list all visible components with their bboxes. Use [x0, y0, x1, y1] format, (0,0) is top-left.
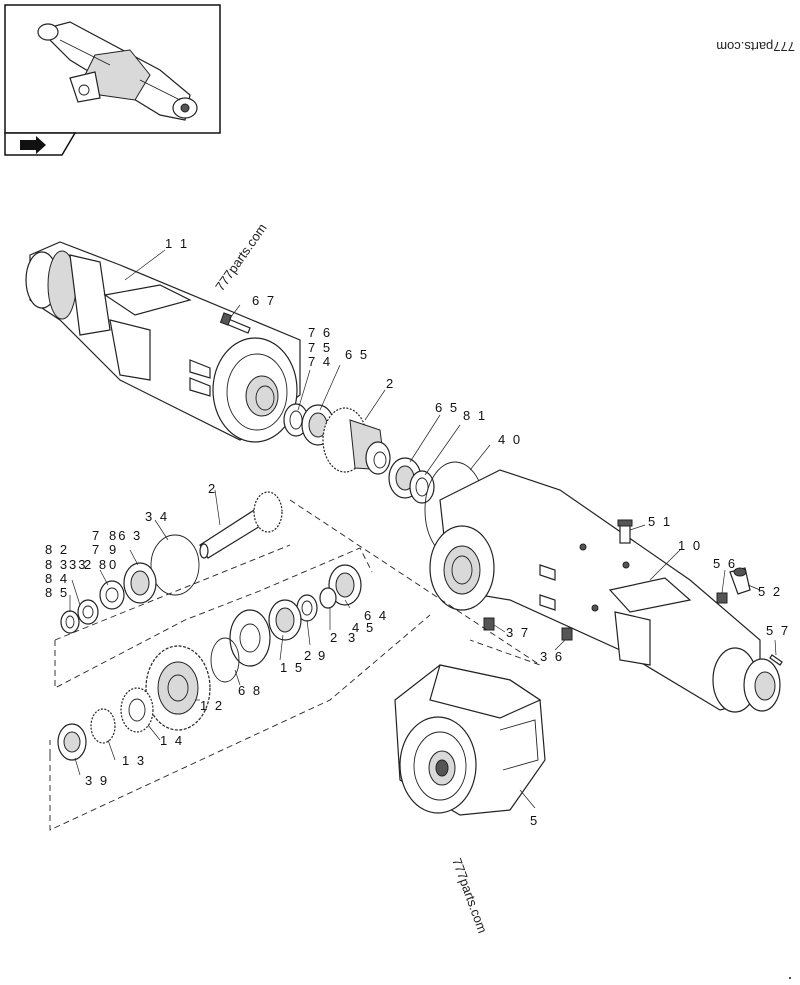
label-15: 1 5: [280, 660, 304, 675]
label-3b: 3: [348, 630, 357, 645]
label-83: 8 3: [45, 557, 69, 572]
label-0: 0: [109, 557, 118, 572]
corner-dot: [789, 977, 791, 979]
leader-lines: [69, 249, 777, 809]
label-68: 6 8: [238, 683, 262, 698]
label-56: 5 6: [713, 556, 737, 571]
label-13: 1 3: [122, 753, 146, 768]
watermark-top-right: 777parts.com: [716, 39, 795, 54]
label-76: 7 6: [308, 325, 332, 340]
label-65a: 6 5: [345, 347, 369, 362]
label-36: 3 6: [540, 649, 564, 664]
seal-small: [60, 610, 80, 634]
bearing-15: [268, 599, 302, 641]
label-14: 1 4: [160, 733, 184, 748]
bearing-small: [123, 562, 157, 604]
gear-13: [90, 708, 116, 744]
label-5b: 5: [366, 620, 375, 635]
label-67: 6 7: [252, 293, 276, 308]
label-37: 3 7: [506, 625, 530, 640]
label-7b: 7: [92, 542, 101, 557]
axle-housing-right: [429, 469, 781, 713]
label-12: 1 2: [200, 698, 224, 713]
label-2-9: 2: [304, 648, 313, 663]
label-9b: 9: [318, 648, 327, 663]
label-84: 8 4: [45, 571, 69, 586]
label-86: 86: [109, 528, 127, 543]
shim-ring-right: [409, 470, 435, 504]
label-28: 2 8: [84, 557, 108, 572]
label-74: 7 4: [308, 354, 332, 369]
axle-housing-left: [25, 241, 301, 443]
pinion-shaft: [199, 491, 283, 559]
breather-fitting: [617, 519, 633, 544]
label-75: 7 5: [308, 340, 332, 355]
part-labels: 1 1 6 7 7 6 7 5 7 4 6 5 2 6 5 8 1 4 0 5 …: [45, 236, 790, 828]
snap-ring-68: [210, 637, 240, 683]
dashed-group-outline: [49, 499, 541, 831]
label-85: 8 5: [45, 585, 69, 600]
label-11: 1 1: [165, 236, 189, 251]
gear-12: [145, 645, 211, 731]
label-3a: 3: [133, 528, 142, 543]
label-2b: 2: [208, 481, 217, 496]
small-screw: [769, 654, 783, 666]
label-34: 3 4: [145, 509, 169, 524]
label-64: 6 4: [364, 608, 388, 623]
gear-14: [120, 687, 154, 733]
disc-15: [229, 609, 271, 667]
snap-ring-34: [150, 534, 200, 596]
ring-small: [77, 599, 99, 625]
plug: [716, 592, 728, 604]
bearing-39: [57, 723, 87, 761]
drain-plug-36: [561, 627, 573, 641]
thumbnail-panel: [4, 4, 221, 156]
label-33: 33: [69, 557, 87, 572]
bearing-64: [328, 564, 362, 606]
label-5: 5: [530, 813, 539, 828]
label-10: 1 0: [678, 538, 702, 553]
crown-gear-differential: [322, 407, 391, 475]
label-81: 8 1: [463, 408, 487, 423]
watermark-upper-left: 777parts.com: [212, 221, 269, 294]
page-arrow-icon[interactable]: [20, 136, 46, 154]
label-4: 4: [352, 620, 361, 635]
ring-3: [319, 587, 337, 609]
bolt: [219, 312, 251, 334]
label-40: 4 0: [498, 432, 522, 447]
label-57: 5 7: [766, 623, 790, 638]
label-7a: 7: [92, 528, 101, 543]
watermark-bottom: 777parts.com: [449, 856, 490, 935]
washer: [99, 580, 125, 610]
axle-assembly-thumbnail: [37, 21, 198, 121]
label-2c: 2: [330, 630, 339, 645]
label-65b: 6 5: [435, 400, 459, 415]
drain-plug-37: [483, 617, 495, 631]
label-51: 5 1: [648, 514, 672, 529]
gearbox-housing: [394, 664, 546, 816]
label-2a: 2: [386, 376, 395, 391]
label-52: 5 2: [758, 584, 782, 599]
angle-fitting: [729, 567, 751, 595]
label-39: 3 9: [85, 773, 109, 788]
label-9: 9: [109, 542, 118, 557]
label-82: 8 2: [45, 542, 69, 557]
